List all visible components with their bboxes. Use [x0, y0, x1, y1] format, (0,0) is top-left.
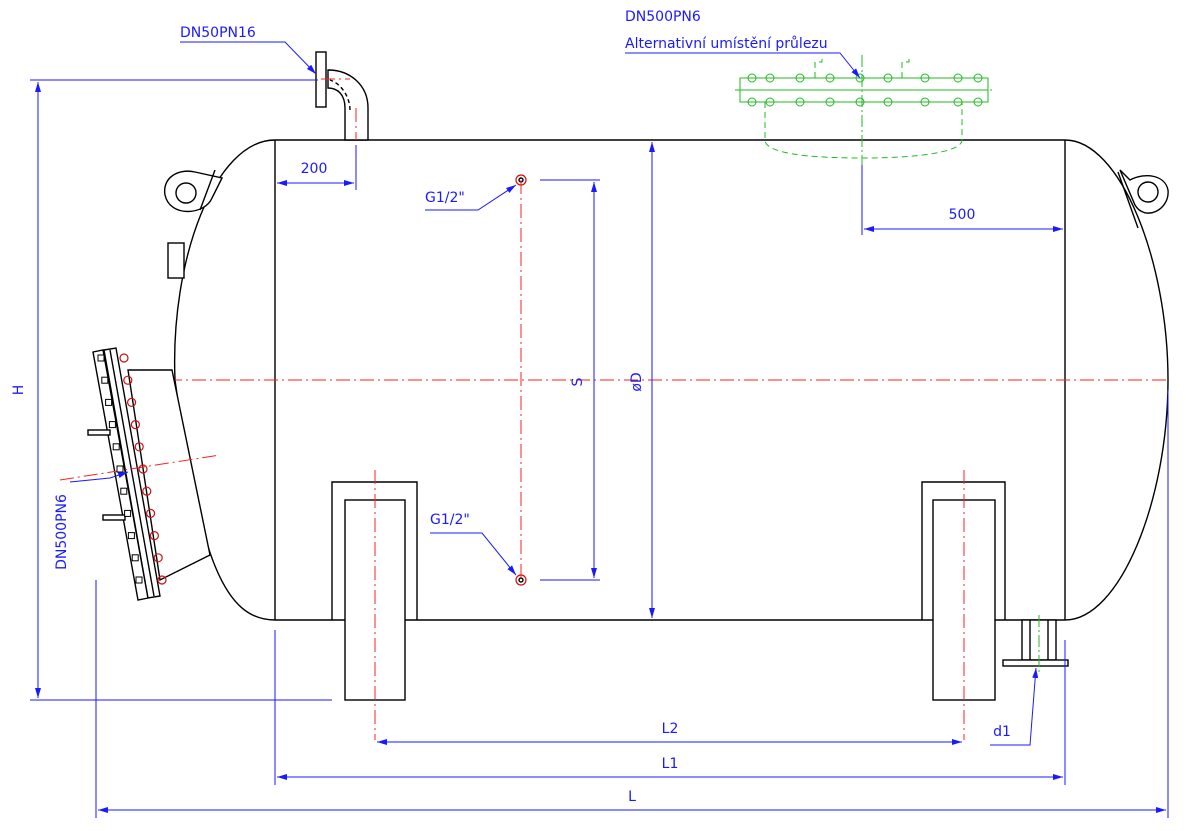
tank-body	[168, 139, 1170, 621]
flange-bolt	[138, 464, 148, 474]
saddle-left	[331, 470, 418, 740]
label-drain-diameter: d1	[993, 724, 1011, 740]
flange-bolt-alt	[855, 73, 865, 83]
label-manhole-offset: 500	[949, 207, 976, 223]
label-height: H	[11, 385, 27, 396]
flange-nut	[101, 376, 109, 384]
label-shell-length: L1	[662, 756, 679, 772]
flange-bolt-alt	[920, 97, 930, 107]
flange-bolt	[157, 575, 167, 585]
flange-bolt-alt	[883, 97, 893, 107]
label-total-length: L	[628, 789, 636, 805]
left-head-boss	[167, 242, 185, 279]
flange-nut	[112, 443, 120, 451]
flange-bolt-alt	[747, 73, 757, 83]
flange-bolt-alt	[825, 97, 835, 107]
flange-bolt	[130, 420, 140, 430]
flange-bolt-alt	[973, 73, 983, 83]
flange-bolt-alt	[747, 97, 757, 107]
flange-bolt-alt	[795, 73, 805, 83]
flange-bolt-alt	[765, 97, 775, 107]
label-diameter: øD	[629, 372, 645, 391]
flange-nut	[120, 487, 128, 495]
dimensions	[30, 41, 1169, 818]
flange-bolt-alt	[953, 73, 963, 83]
top-manhole-alternative	[735, 55, 995, 165]
flange-nut	[127, 532, 135, 540]
label-top-nozzle: DN50PN16	[180, 25, 256, 41]
flange-bolt	[123, 375, 133, 385]
drain-nozzle	[1002, 615, 1069, 672]
flange-bolt	[153, 553, 163, 563]
saddle-right	[921, 470, 1006, 740]
side-manhole	[59, 347, 221, 601]
flange-bolt	[146, 508, 156, 519]
flange-bolt-alt	[883, 73, 893, 83]
flange-bolt-alt	[953, 97, 963, 107]
label-nozzle-offset: 200	[301, 161, 328, 177]
flange-nut	[116, 465, 124, 473]
flange-bolt	[142, 486, 152, 496]
flange-nut	[135, 576, 143, 584]
label-sensor-lower: G1/2"	[430, 512, 470, 528]
flange-bolt-alt	[825, 73, 835, 83]
flange-nut	[131, 554, 139, 562]
flange-nut	[105, 398, 113, 406]
lifting-lug-left	[164, 169, 224, 213]
flange-bolt	[127, 397, 137, 407]
flange-nut	[124, 509, 132, 517]
flange-bolt-alt	[855, 97, 865, 107]
label-sensor-upper: G1/2"	[425, 190, 465, 206]
flange-bolt	[134, 442, 144, 452]
lifting-lug-right	[1117, 169, 1169, 229]
flange-bolt-alt	[765, 73, 775, 83]
flange-bolt	[149, 530, 159, 541]
label-sensor-spacing: S	[570, 377, 586, 386]
top-nozzle	[315, 51, 369, 141]
flange-bolt-alt	[973, 97, 983, 107]
label-top-manhole-note: Alternativní umístění průlezu	[625, 36, 828, 52]
label-support-spacing: L2	[662, 721, 679, 737]
label-top-manhole: DN500PN6	[625, 9, 701, 25]
flange-bolt-alt	[920, 73, 930, 83]
flange-nut	[108, 421, 116, 429]
flange-bolt-alt	[795, 97, 805, 107]
label-side-manhole: DN500PN6	[54, 494, 70, 570]
flange-bolt	[119, 353, 129, 363]
labels: H S øD 200 500 L2 L1 L d1 DN50PN16 DN500…	[11, 9, 1011, 805]
flange-nut	[97, 354, 105, 362]
